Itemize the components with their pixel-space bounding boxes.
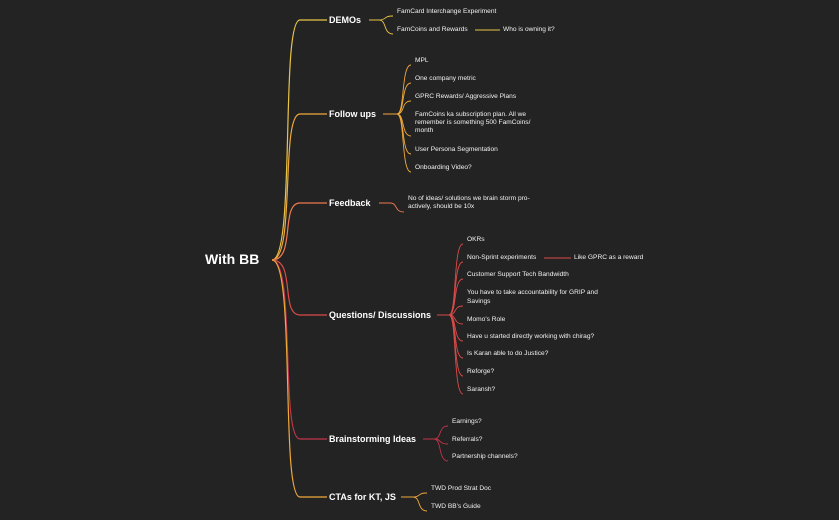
- child-node[interactable]: Saransh?: [467, 385, 496, 393]
- child-node[interactable]: Non-Sprint experiments: [467, 253, 537, 261]
- child-node[interactable]: Partnership channels?: [452, 452, 518, 460]
- branch-connector: [271, 113, 301, 261]
- child-node[interactable]: TWD Prod Strat Doc: [431, 484, 492, 492]
- child-connector: [448, 261, 464, 316]
- child-node[interactable]: Customer Support Tech Bandwidth: [467, 270, 569, 278]
- child-node[interactable]: Reforge?: [467, 367, 495, 375]
- child-connector: [396, 100, 412, 115]
- child-node[interactable]: OKRs: [467, 235, 485, 243]
- root-node[interactable]: With BB: [205, 251, 260, 267]
- child-connector: [378, 19, 394, 35]
- child-node[interactable]: TWD BB's Guide: [431, 502, 481, 510]
- branch-node[interactable]: Feedback: [329, 197, 371, 208]
- branch-node[interactable]: DEMOs: [329, 14, 362, 25]
- child-node[interactable]: FamCoins and Rewards: [397, 25, 468, 33]
- branch-node[interactable]: Questions/ Discussions: [329, 309, 432, 320]
- child-connector: [448, 314, 464, 395]
- grandchild-node[interactable]: Who is owning it?: [503, 25, 555, 33]
- child-connector: [448, 305, 464, 316]
- branch-node[interactable]: Brainstorming Ideas: [329, 433, 417, 444]
- child-connector: [412, 492, 428, 498]
- child-node[interactable]: MPL: [415, 56, 429, 64]
- child-node[interactable]: Onboarding Video?: [415, 163, 472, 171]
- branch-connector: [271, 19, 301, 261]
- child-node[interactable]: Referrals?: [452, 435, 483, 443]
- child-connector: [448, 278, 464, 316]
- child-connector: [412, 496, 428, 512]
- branch-node[interactable]: Follow ups: [329, 108, 376, 119]
- child-node[interactable]: Is Karan able to do Justice?: [467, 349, 549, 357]
- child-connector: [396, 64, 412, 115]
- branch-connector: [271, 259, 301, 498]
- child-node[interactable]: No of ideas/ solutions we brain storm pr…: [408, 194, 530, 211]
- child-node[interactable]: Earnings?: [452, 417, 482, 425]
- child-node[interactable]: User Persona Segmentation: [415, 145, 498, 153]
- child-node[interactable]: FamCard Interchange Experiment: [397, 7, 497, 15]
- child-connector: [378, 15, 394, 21]
- child-node[interactable]: Momo's Role: [467, 315, 506, 323]
- child-node[interactable]: GPRC Rewards/ Aggressive Plans: [415, 92, 517, 100]
- grandchild-node[interactable]: Like GPRC as a reward: [574, 253, 644, 261]
- branch-connector: [271, 259, 301, 316]
- child-connector: [396, 113, 412, 173]
- child-connector: [433, 438, 449, 462]
- child-node[interactable]: Have u started directly working with chi…: [467, 332, 595, 340]
- child-connector: [389, 202, 405, 213]
- branch-connector: [271, 259, 301, 440]
- branch-node[interactable]: CTAs for KT, JS: [329, 491, 396, 502]
- child-node[interactable]: One company metric: [415, 74, 476, 82]
- branch-connector: [271, 202, 301, 261]
- child-connector: [433, 425, 449, 440]
- child-node[interactable]: You have to take accountability for GRIP…: [467, 289, 598, 305]
- child-connector: [396, 82, 412, 115]
